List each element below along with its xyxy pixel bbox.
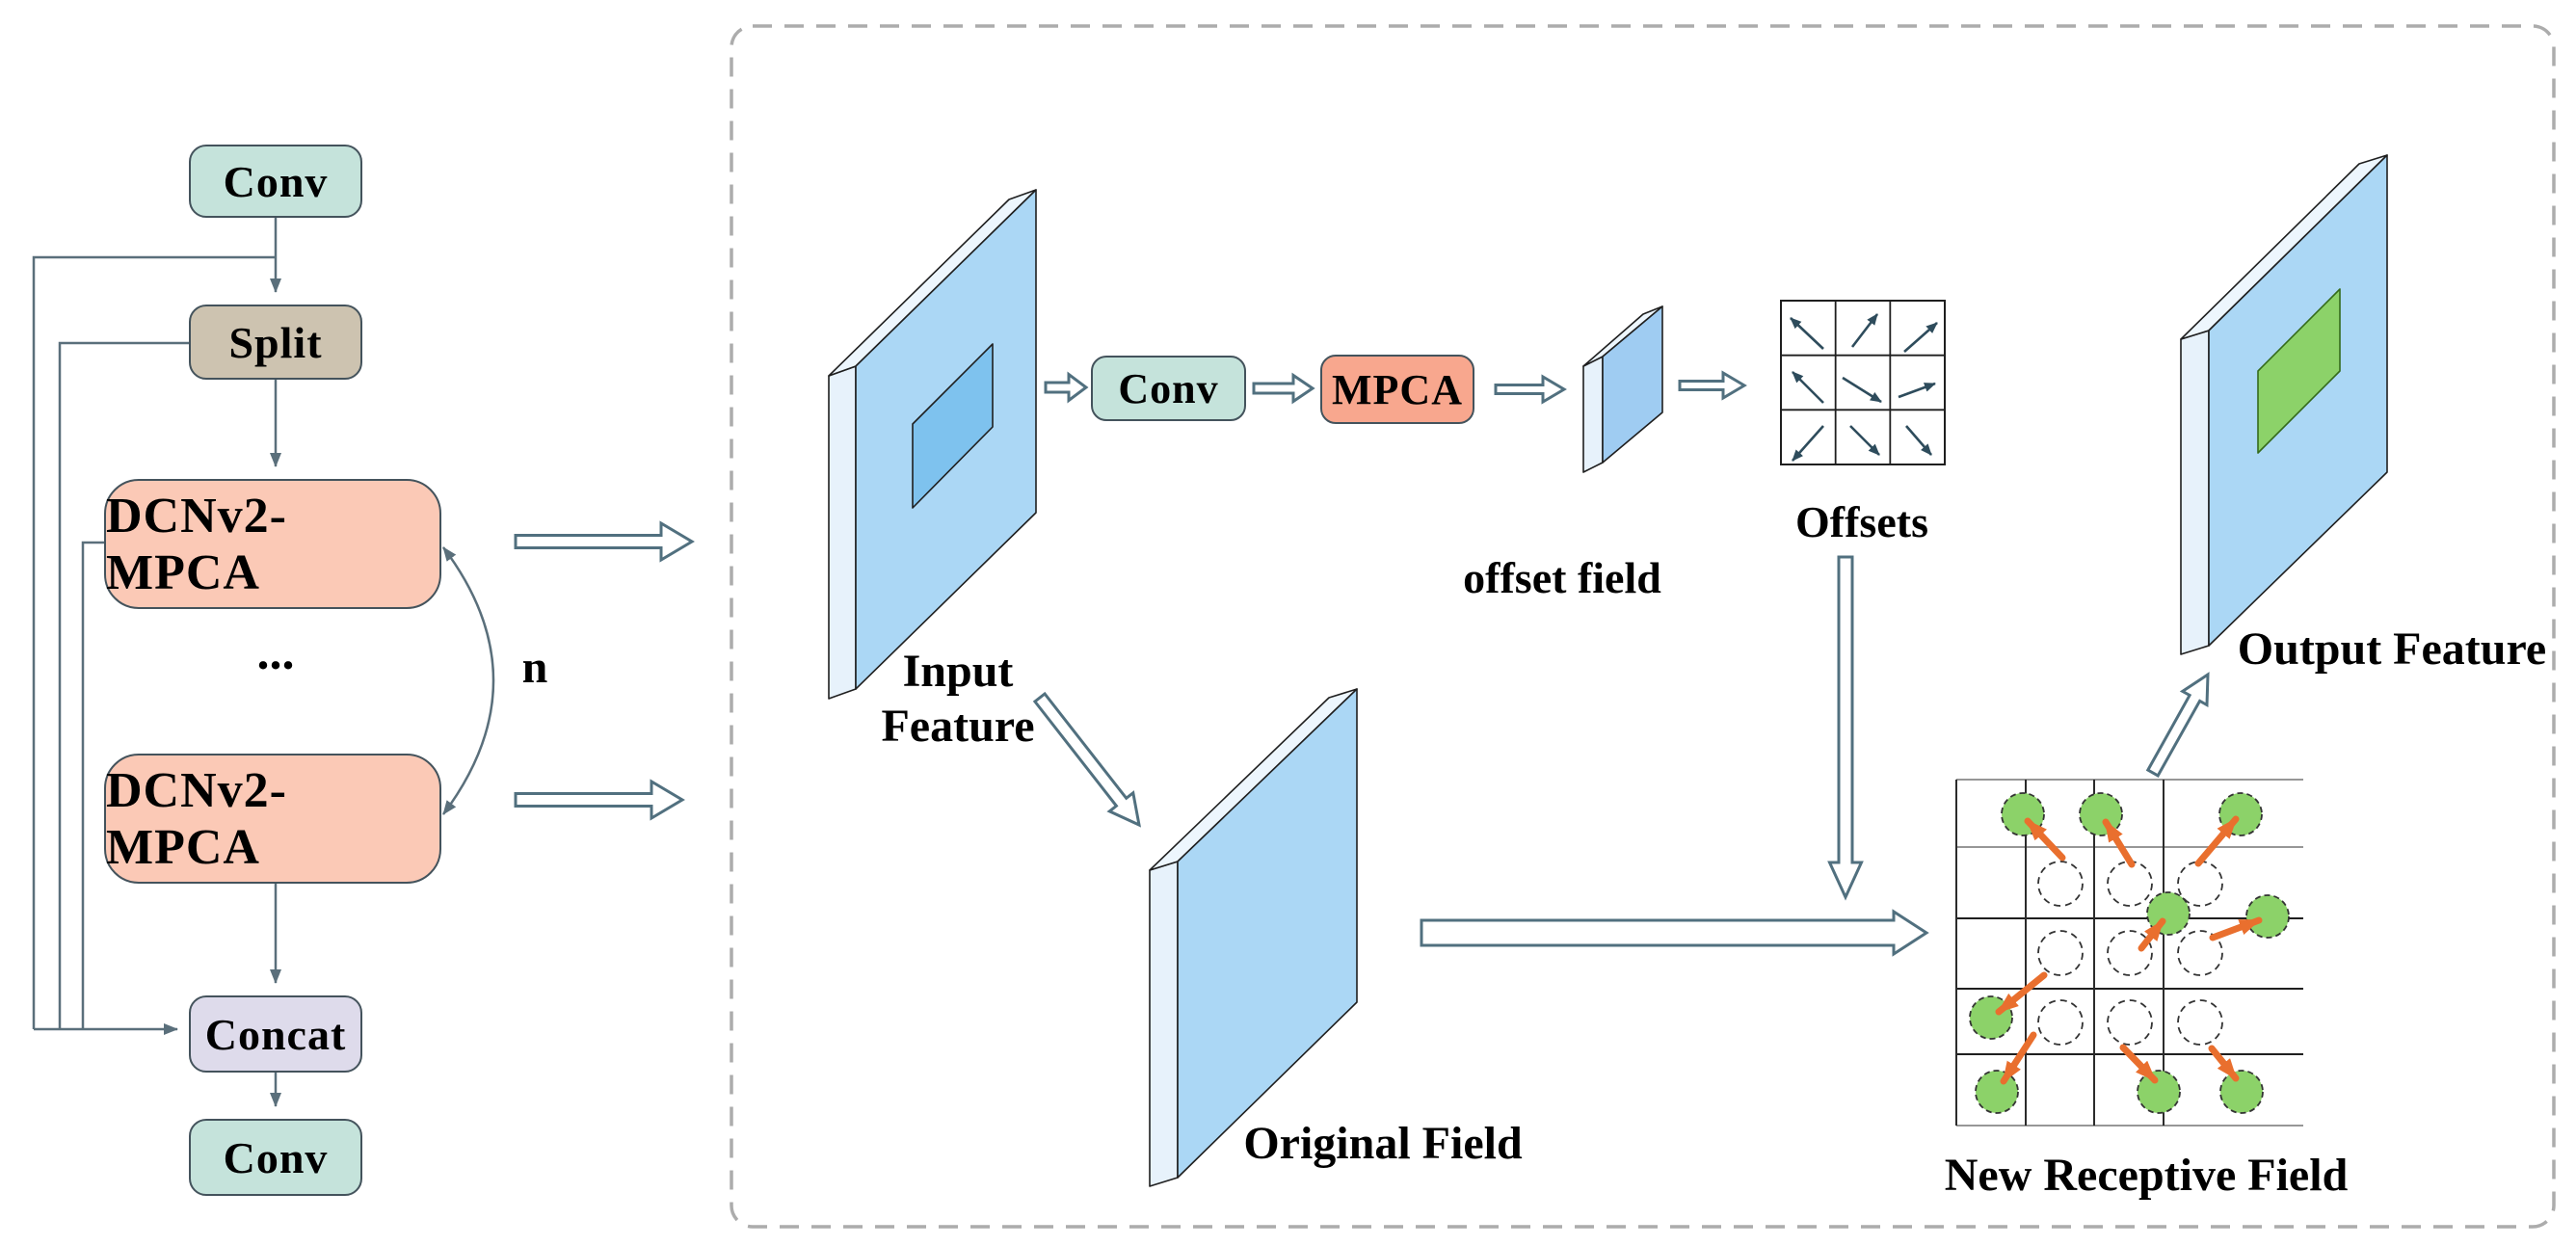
original-sampling-point — [2107, 999, 2153, 1046]
original-field-slab-side — [1149, 861, 1179, 1187]
original-field-slab-face — [1177, 688, 1358, 1179]
input-feature-slab — [828, 189, 1037, 700]
original-sampling-point — [2107, 861, 2153, 907]
input-feature-label-line2: Feature — [881, 701, 1035, 752]
input-feature-label: Input Feature — [881, 644, 1034, 754]
offset-displacement-arrow — [2194, 815, 2240, 867]
output-feature-slab-side — [2180, 330, 2210, 655]
mpca-block: MPCA — [1320, 355, 1474, 424]
repeat-ellipsis: ... — [256, 625, 295, 680]
split-block: Split — [189, 305, 362, 380]
arrow-inputfeature-to-originalfield — [1032, 691, 1142, 828]
original-sampling-point — [2037, 930, 2084, 976]
dcnv2-mpca-block-n: DCNv2-MPCA — [104, 754, 441, 884]
offset-field-label: offset field — [1463, 553, 1661, 602]
offset-sampling-point — [2219, 1070, 2264, 1114]
offset-displacement-arrow — [2000, 1031, 2037, 1085]
arrow-mpca-to-offsetfield — [1494, 374, 1567, 405]
offset-vector-up-right — [1850, 313, 1879, 348]
offset-field-slab — [1582, 305, 1663, 473]
offset-sampling-point — [2245, 894, 2290, 939]
original-sampling-point — [2177, 930, 2223, 976]
offset-vector-up-left — [1790, 317, 1824, 350]
arrow-conv-to-mpca — [1252, 372, 1315, 405]
arrow-originalfield-to-receptivefield — [1420, 909, 1929, 957]
offset-vector-down-right — [1905, 425, 1932, 456]
original-sampling-point — [2037, 861, 2084, 907]
input-feature-slab-side — [828, 365, 857, 700]
arrow-offsetfield-to-offsets — [1678, 370, 1747, 401]
offsets-label: Offsets — [1795, 497, 1928, 546]
offset-conv-block: Conv — [1091, 356, 1246, 421]
skip-line-dcnv2 — [81, 541, 106, 1029]
offset-vector-up-right — [1903, 322, 1938, 353]
offset-field-slab-face — [1602, 305, 1663, 464]
new-receptive-field-grid — [1955, 779, 2303, 1127]
skip-line-conv — [32, 255, 276, 1029]
offsets-grid — [1780, 300, 1946, 465]
original-field-label: Original Field — [1243, 1118, 1523, 1169]
offset-displacement-arrow — [2119, 1044, 2159, 1084]
offset-sampling-point — [2079, 792, 2123, 836]
original-sampling-point — [2037, 999, 2084, 1046]
original-sampling-point — [2177, 861, 2223, 907]
loop-arc — [441, 546, 495, 815]
original-sampling-point — [2107, 930, 2153, 976]
conv-top-block: Conv — [189, 145, 362, 218]
left-module-connectors — [32, 218, 495, 1107]
skip-line-split — [58, 341, 189, 1029]
output-feature-label: Output Feature — [2237, 623, 2547, 675]
offset-displacement-arrow — [2208, 1045, 2240, 1082]
feature-map-slabs — [828, 154, 2388, 1187]
flow-outline-arrows — [514, 370, 2210, 957]
concat-block: Concat — [189, 995, 362, 1073]
offset-displacement-arrow — [2138, 917, 2166, 952]
arrow-receptivefield-to-outputfeature — [2145, 672, 2210, 778]
output-feature-slab-patch — [2257, 288, 2341, 454]
new-receptive-field-label: New Receptive Field — [1944, 1150, 2349, 1201]
arrow-inputfeature-to-conv — [1044, 371, 1089, 404]
input-feature-slab-patch — [912, 343, 994, 509]
arrow-offsets-to-receptivefield — [1827, 555, 1864, 901]
offset-displacement-arrow — [1995, 971, 2048, 1016]
offset-displacement-arrow — [2024, 817, 2066, 862]
loop-count-label: n — [521, 642, 548, 693]
offset-sampling-point — [1975, 1070, 2019, 1114]
offset-vector-down-left — [1792, 425, 1824, 462]
dcnv2-mpca-block-1: DCNv2-MPCA — [104, 479, 441, 609]
input-feature-label-line1: Input — [902, 646, 1014, 697]
detail-panel-dashed-border — [730, 24, 2556, 1229]
original-field-slab — [1149, 688, 1358, 1187]
offset-field-slab-side — [1582, 356, 1604, 473]
conv-bottom-block: Conv — [189, 1119, 362, 1196]
offset-sampling-point — [2137, 1070, 2181, 1114]
offset-vector-up-left — [1792, 371, 1824, 404]
original-sampling-point — [2177, 999, 2223, 1046]
flow-arrow-to-detail-top — [514, 520, 695, 563]
offset-vector-right-up — [1898, 382, 1936, 399]
offset-vector-down-right — [1842, 376, 1882, 404]
offset-displacement-arrow — [2102, 818, 2136, 868]
offset-vector-down-right — [1849, 425, 1880, 456]
output-feature-slab — [2180, 154, 2388, 655]
flow-arrow-to-detail-bottom — [514, 779, 685, 821]
offset-displacement-arrow — [2209, 916, 2263, 941]
